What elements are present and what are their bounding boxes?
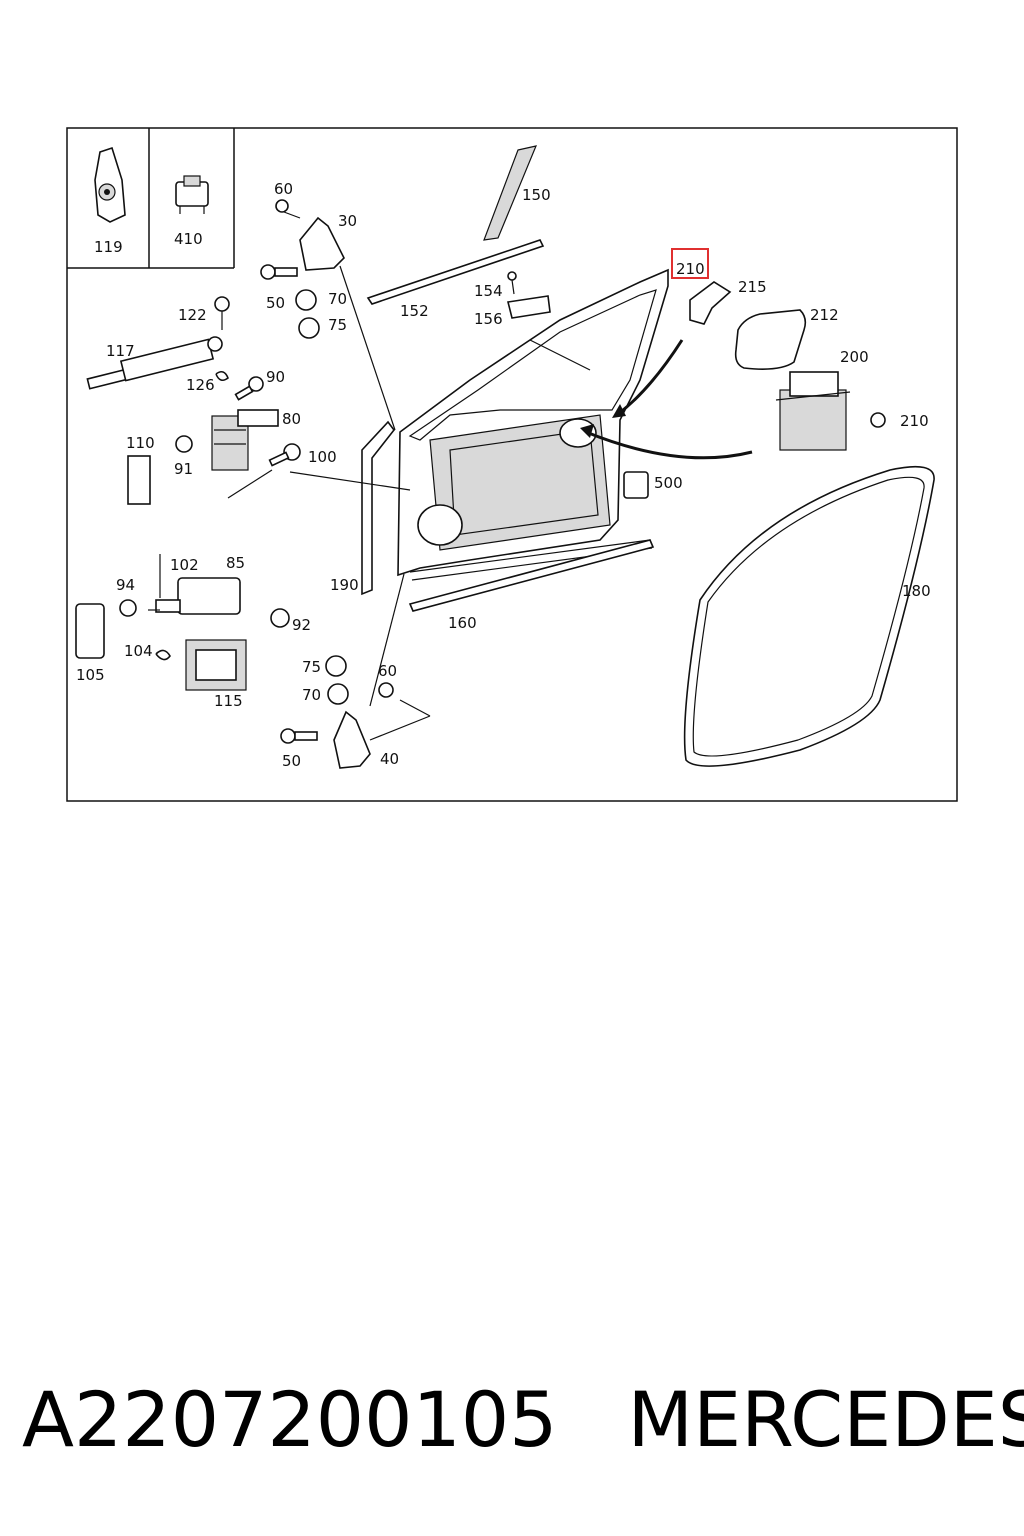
callout-102: 102 — [170, 556, 199, 574]
part-60b-bolt — [378, 682, 394, 698]
part-154-clip — [507, 271, 517, 295]
part-70-nut — [295, 289, 317, 311]
callout-50b: 50 — [282, 752, 301, 770]
part-119-trim-clip — [94, 146, 126, 223]
callout-190: 190 — [330, 576, 359, 594]
callout-labels: 119 410 60 30 150 210 215 212 50 70 152 … — [76, 180, 931, 770]
flow-arrow-head — [612, 404, 626, 418]
callout-75: 75 — [328, 316, 347, 334]
callout-85: 85 — [226, 554, 245, 572]
part-500-sticker — [623, 471, 649, 499]
callout-104: 104 — [124, 642, 153, 660]
callout-94: 94 — [116, 576, 135, 594]
callout-91: 91 — [174, 460, 193, 478]
part-115-cover — [185, 639, 247, 691]
callout-115: 115 — [214, 692, 243, 710]
callout-100: 100 — [308, 448, 337, 466]
callout-70b: 70 — [302, 686, 321, 704]
part-50b-bolt — [280, 728, 318, 744]
part-60-bolt — [275, 199, 301, 219]
part-180-seal-inner — [692, 476, 925, 757]
callout-80: 80 — [282, 410, 301, 428]
callout-117: 117 — [106, 342, 135, 360]
part-92-bolt — [270, 608, 290, 628]
part-94-bolt — [119, 599, 137, 617]
part-100-bolt — [268, 443, 301, 467]
callout-40: 40 — [380, 750, 399, 768]
callout-154: 154 — [474, 282, 503, 300]
highlight-box-210 — [671, 248, 709, 279]
callout-215: 215 — [738, 278, 767, 296]
callout-122: 122 — [178, 306, 207, 324]
part-80-door-check — [211, 409, 279, 471]
part-117-strut — [86, 336, 223, 390]
part-152-strip — [366, 239, 545, 305]
part-30-hinge — [299, 216, 345, 271]
callout-210: 210 — [900, 412, 929, 430]
part-215-pad — [689, 281, 732, 325]
part-40-hinge — [333, 710, 371, 769]
part-212-pad — [734, 309, 807, 370]
callout-70: 70 — [328, 290, 347, 308]
callout-150: 150 — [522, 186, 551, 204]
door-shell — [397, 268, 669, 581]
brand-name: MERCEDES — [627, 1375, 1024, 1464]
callout-156: 156 — [474, 310, 503, 328]
part-190-channel — [361, 420, 396, 596]
part-104-clip — [155, 649, 171, 661]
callout-180: 180 — [902, 582, 931, 600]
part-160-strip — [408, 539, 655, 612]
callout-60b: 60 — [378, 662, 397, 680]
callout-119: 119 — [94, 238, 123, 256]
callout-126: 126 — [186, 376, 215, 394]
callout-200: 200 — [840, 348, 869, 366]
part-50-bolt — [260, 264, 298, 280]
part-75b-nut — [325, 655, 347, 677]
part-410-clip — [175, 175, 209, 214]
part-200-control-unit — [775, 371, 851, 451]
callout-30: 30 — [338, 212, 357, 230]
callout-500: 500 — [654, 474, 683, 492]
part-180-seal — [683, 465, 935, 767]
callout-75b: 75 — [302, 658, 321, 676]
callout-210-highlighted: 210 — [676, 260, 705, 278]
flow-arrow — [617, 339, 684, 416]
part-70b-nut — [327, 683, 349, 705]
callout-160: 160 — [448, 614, 477, 632]
callout-110: 110 — [126, 434, 155, 452]
part-156-bracket — [507, 295, 551, 319]
callout-152: 152 — [400, 302, 429, 320]
callout-92: 92 — [292, 616, 311, 634]
part-91-nut — [175, 435, 193, 453]
part-126-clip — [215, 370, 229, 382]
callout-212: 212 — [810, 306, 839, 324]
part-150-trim — [483, 145, 537, 241]
part-90-bolt — [234, 376, 264, 401]
flow-arrow — [585, 430, 753, 460]
flow-arrow-head — [580, 424, 594, 438]
diagram-border — [66, 127, 958, 802]
part-122-pin — [214, 296, 230, 330]
callout-60: 60 — [274, 180, 293, 198]
callout-410: 410 — [174, 230, 203, 248]
part-number: A2207200105 — [22, 1375, 558, 1464]
part-85-striker — [155, 577, 241, 615]
leader-lines — [148, 265, 591, 741]
part-75-nut — [298, 317, 320, 339]
callout-90: 90 — [266, 368, 285, 386]
part-105-plate — [75, 603, 105, 659]
callout-105: 105 — [76, 666, 105, 684]
callout-50: 50 — [266, 294, 285, 312]
product-caption: A2207200105 MERCEDES — [22, 1370, 1024, 1470]
part-110-cap — [127, 455, 151, 505]
part-210b-clip — [870, 412, 886, 428]
